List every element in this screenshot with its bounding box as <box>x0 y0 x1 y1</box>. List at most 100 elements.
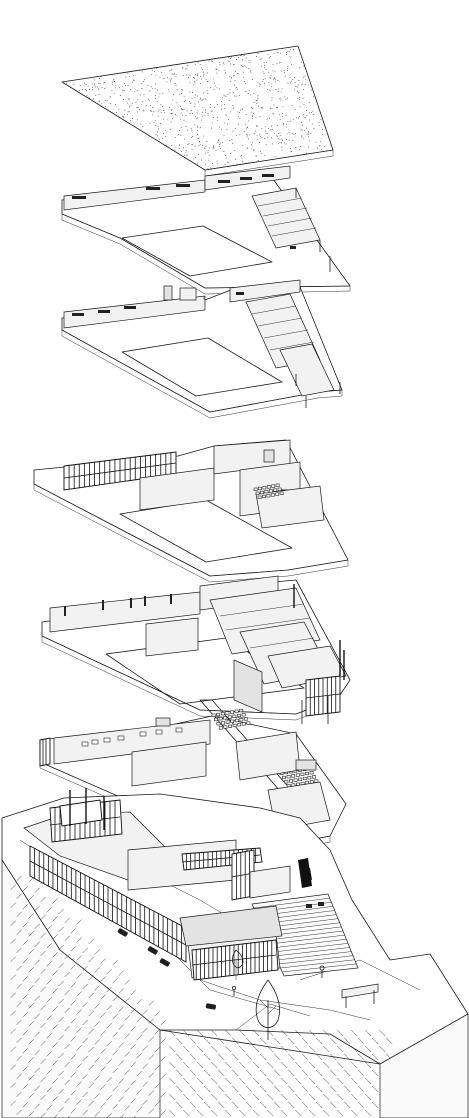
roof-stipple-dot <box>207 93 209 95</box>
masonry-stroke <box>260 1101 267 1109</box>
roof-stipple-dot <box>136 107 138 108</box>
roof-stipple-dot <box>187 129 189 131</box>
roof-stipple-dot <box>299 115 300 117</box>
roof-stipple-dot <box>168 91 170 93</box>
masonry-stroke <box>100 1066 106 1072</box>
roof-stipple-dot <box>258 105 259 107</box>
roof-stipple-dot <box>171 69 173 71</box>
roof-stipple-dot <box>279 114 280 116</box>
roof-stipple-dot <box>212 117 214 118</box>
roof-stipple-dot <box>182 74 184 76</box>
roof-stipple-dot <box>152 107 154 109</box>
roof-stipple-dot <box>195 156 197 158</box>
roof-stipple-dot <box>228 118 230 120</box>
stair-tread <box>267 930 344 941</box>
masonry-stroke <box>302 1101 309 1109</box>
masonry-stroke <box>40 1076 46 1083</box>
roof-stipple-dot <box>281 140 283 141</box>
roof-stipple-dot <box>86 94 88 96</box>
masonry-stroke <box>316 1037 323 1045</box>
roof-stipple-dot <box>260 59 262 61</box>
roof-stipple-dot <box>193 158 195 160</box>
roof-stipple-dot <box>299 97 301 99</box>
roof-stipple-dot <box>98 88 100 90</box>
seat <box>279 491 284 495</box>
roof-stipple-dot <box>284 142 286 144</box>
masonry-stroke <box>34 941 40 948</box>
level-1-seating-north <box>211 708 251 730</box>
roof-stipple-dot <box>122 89 124 91</box>
roof-stipple-dot <box>261 127 263 129</box>
masonry-stroke <box>260 1053 267 1061</box>
seat <box>266 485 271 489</box>
masonry-stroke <box>295 1045 302 1053</box>
masonry-stroke <box>70 1072 76 1078</box>
masonry-stroke <box>253 1093 260 1101</box>
roof-stipple-dot <box>174 83 176 85</box>
roof-stipple-dot <box>321 149 323 151</box>
seat <box>218 717 223 721</box>
masonry-stroke <box>82 1073 88 1080</box>
roof-stipple-dot <box>125 76 127 78</box>
masonry-stroke <box>365 1109 372 1117</box>
masonry-stroke <box>28 1021 34 1027</box>
roof-stipple-dot <box>210 60 212 62</box>
roof-stipple-dot <box>174 113 176 115</box>
seat <box>241 722 246 726</box>
layer-level-3 <box>33 439 349 583</box>
seat <box>284 780 289 784</box>
masonry-stroke <box>10 938 16 944</box>
masonry-stroke <box>34 1067 40 1074</box>
roof-stipple-dot <box>250 144 252 145</box>
masonry-stroke <box>34 1031 40 1038</box>
masonry-stroke <box>211 1093 218 1101</box>
roof-stipple-dot <box>322 133 324 135</box>
masonry-stroke <box>46 961 52 967</box>
roof-stipple-dot <box>200 78 202 80</box>
roof-stipple-dot <box>205 145 207 147</box>
roof-stipple-dot <box>286 133 288 135</box>
roof-stipple-dot <box>197 75 199 77</box>
roof-stipple-dot <box>227 161 228 163</box>
masonry-stroke <box>160 1092 166 1098</box>
masonry-stroke <box>274 1053 281 1061</box>
masonry-stroke <box>183 1093 190 1101</box>
roof-stipple-dot <box>289 82 291 84</box>
roof-stipple-dot <box>234 80 236 82</box>
masonry-stroke <box>365 1029 372 1037</box>
roof-stipple-dot <box>178 133 180 135</box>
roof-stipple-dot <box>204 147 206 149</box>
masonry-stroke <box>130 1043 136 1050</box>
roof-stipple-dot <box>270 129 272 131</box>
masonry-stroke <box>94 1075 100 1081</box>
roof-stipple-dot <box>84 89 86 91</box>
roof-stipple-dot <box>180 106 182 108</box>
roof-stipple-dot <box>184 138 186 140</box>
masonry-stroke <box>183 1029 190 1037</box>
masonry-stroke <box>106 1094 112 1101</box>
roof-stipple-dot <box>250 111 252 113</box>
seat <box>257 495 262 499</box>
roof-stipple-dot <box>253 113 255 115</box>
masonry-stroke <box>239 1061 246 1069</box>
roof-stipple-dot <box>253 132 255 134</box>
roof-stipple-dot <box>125 85 127 87</box>
roof-stipple-dot <box>248 120 250 122</box>
masonry-stroke <box>211 1045 218 1053</box>
masonry-stroke <box>197 1109 204 1117</box>
masonry-stroke <box>34 1049 40 1056</box>
masonry-stroke <box>106 986 112 993</box>
masonry-stroke <box>148 1090 154 1096</box>
masonry-stroke <box>52 934 58 940</box>
roof-stipple-dot <box>219 144 221 145</box>
masonry-stroke <box>46 1087 52 1093</box>
masonry-stroke <box>232 1069 239 1077</box>
roof-stipple <box>66 49 332 170</box>
roof-stipple-dot <box>281 88 283 90</box>
transom <box>63 462 177 479</box>
masonry-stroke <box>337 1029 344 1037</box>
seat <box>228 724 232 728</box>
roof-stipple-dot <box>254 130 256 132</box>
masonry-stroke <box>337 1109 344 1117</box>
roof-stipple-dot <box>203 92 205 94</box>
